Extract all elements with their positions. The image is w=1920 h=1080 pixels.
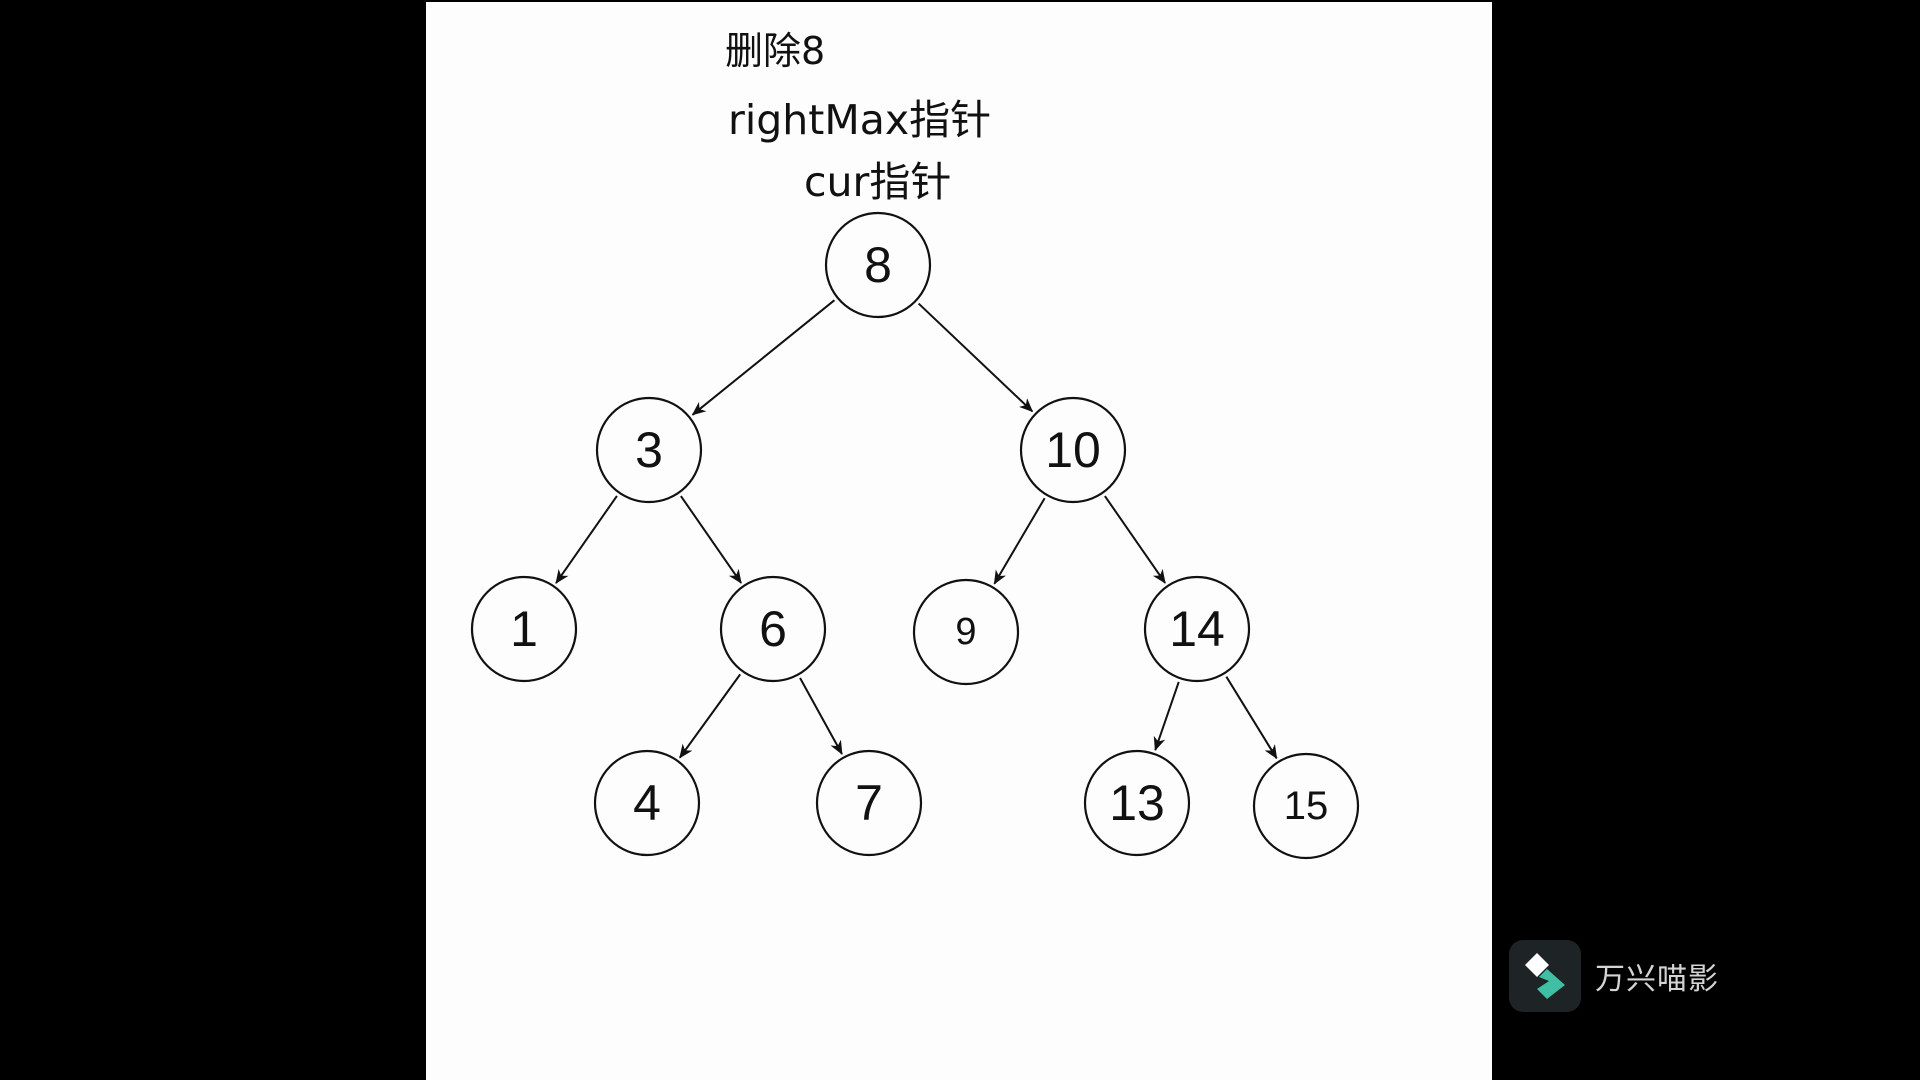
tree-node-6: 6 — [719, 575, 827, 683]
tree-node-1: 1 — [470, 575, 578, 683]
node-label: 8 — [864, 237, 892, 293]
node-label: 1 — [510, 601, 538, 657]
tree-node-3: 3 — [595, 396, 703, 504]
edge-8-to-3 — [691, 299, 836, 416]
node-circle — [470, 575, 578, 683]
node-circle — [1252, 752, 1360, 860]
node-circle — [1083, 749, 1191, 857]
node-label: 10 — [1045, 422, 1101, 478]
edge-3-to-1 — [555, 495, 618, 584]
node-label: 6 — [759, 601, 787, 657]
diagram-canvas: 删除8 rightMax指针 cur指针 8 3 10 1 6 9 14 4 7 13 15 — [426, 2, 1492, 1080]
edge-10-to-9 — [993, 497, 1046, 585]
edge-3-to-6 — [680, 495, 742, 584]
edge-10-to-14 — [1104, 495, 1166, 584]
delete-title: 删除8 — [725, 29, 826, 73]
node-circle — [595, 396, 703, 504]
node-label: 3 — [635, 422, 663, 478]
edge-14-to-13 — [1153, 681, 1180, 752]
tree-node-4: 4 — [593, 749, 701, 857]
node-circle — [815, 749, 923, 857]
tree-node-10: 10 — [1019, 396, 1127, 504]
node-circle — [1019, 396, 1127, 504]
tree-node-9: 9 — [912, 578, 1020, 686]
node-circle — [824, 211, 932, 319]
tree-node-14: 14 — [1143, 575, 1251, 683]
tree-node-13: 13 — [1083, 749, 1191, 857]
watermark-text: 万兴喵影 — [1595, 962, 1719, 997]
wondershare-filmora-logo-icon — [1509, 940, 1581, 1012]
node-label: 13 — [1109, 775, 1165, 831]
node-label: 14 — [1169, 601, 1225, 657]
edge-6-to-7 — [799, 677, 843, 755]
tree-node-8: 8 — [824, 211, 932, 319]
tree-node-7: 7 — [815, 749, 923, 857]
node-circle — [719, 575, 827, 683]
tree-node-15: 15 — [1252, 752, 1360, 860]
edge-14-to-15 — [1225, 676, 1278, 760]
binary-search-tree: 8 3 10 1 6 9 14 4 7 13 15 — [470, 211, 1360, 860]
edge-6-to-4 — [679, 673, 741, 759]
watermark: 万兴喵影 — [1509, 940, 1719, 1012]
cur-pointer-label: cur指针 — [804, 158, 952, 206]
node-circle — [1143, 575, 1251, 683]
edge-8-to-10 — [917, 302, 1034, 413]
node-circle — [912, 578, 1020, 686]
node-label: 4 — [633, 775, 661, 831]
node-label: 9 — [955, 611, 976, 653]
node-label: 7 — [855, 775, 883, 831]
node-label: 15 — [1284, 784, 1329, 828]
node-circle — [593, 749, 701, 857]
rightmax-pointer-label: rightMax指针 — [728, 96, 992, 144]
